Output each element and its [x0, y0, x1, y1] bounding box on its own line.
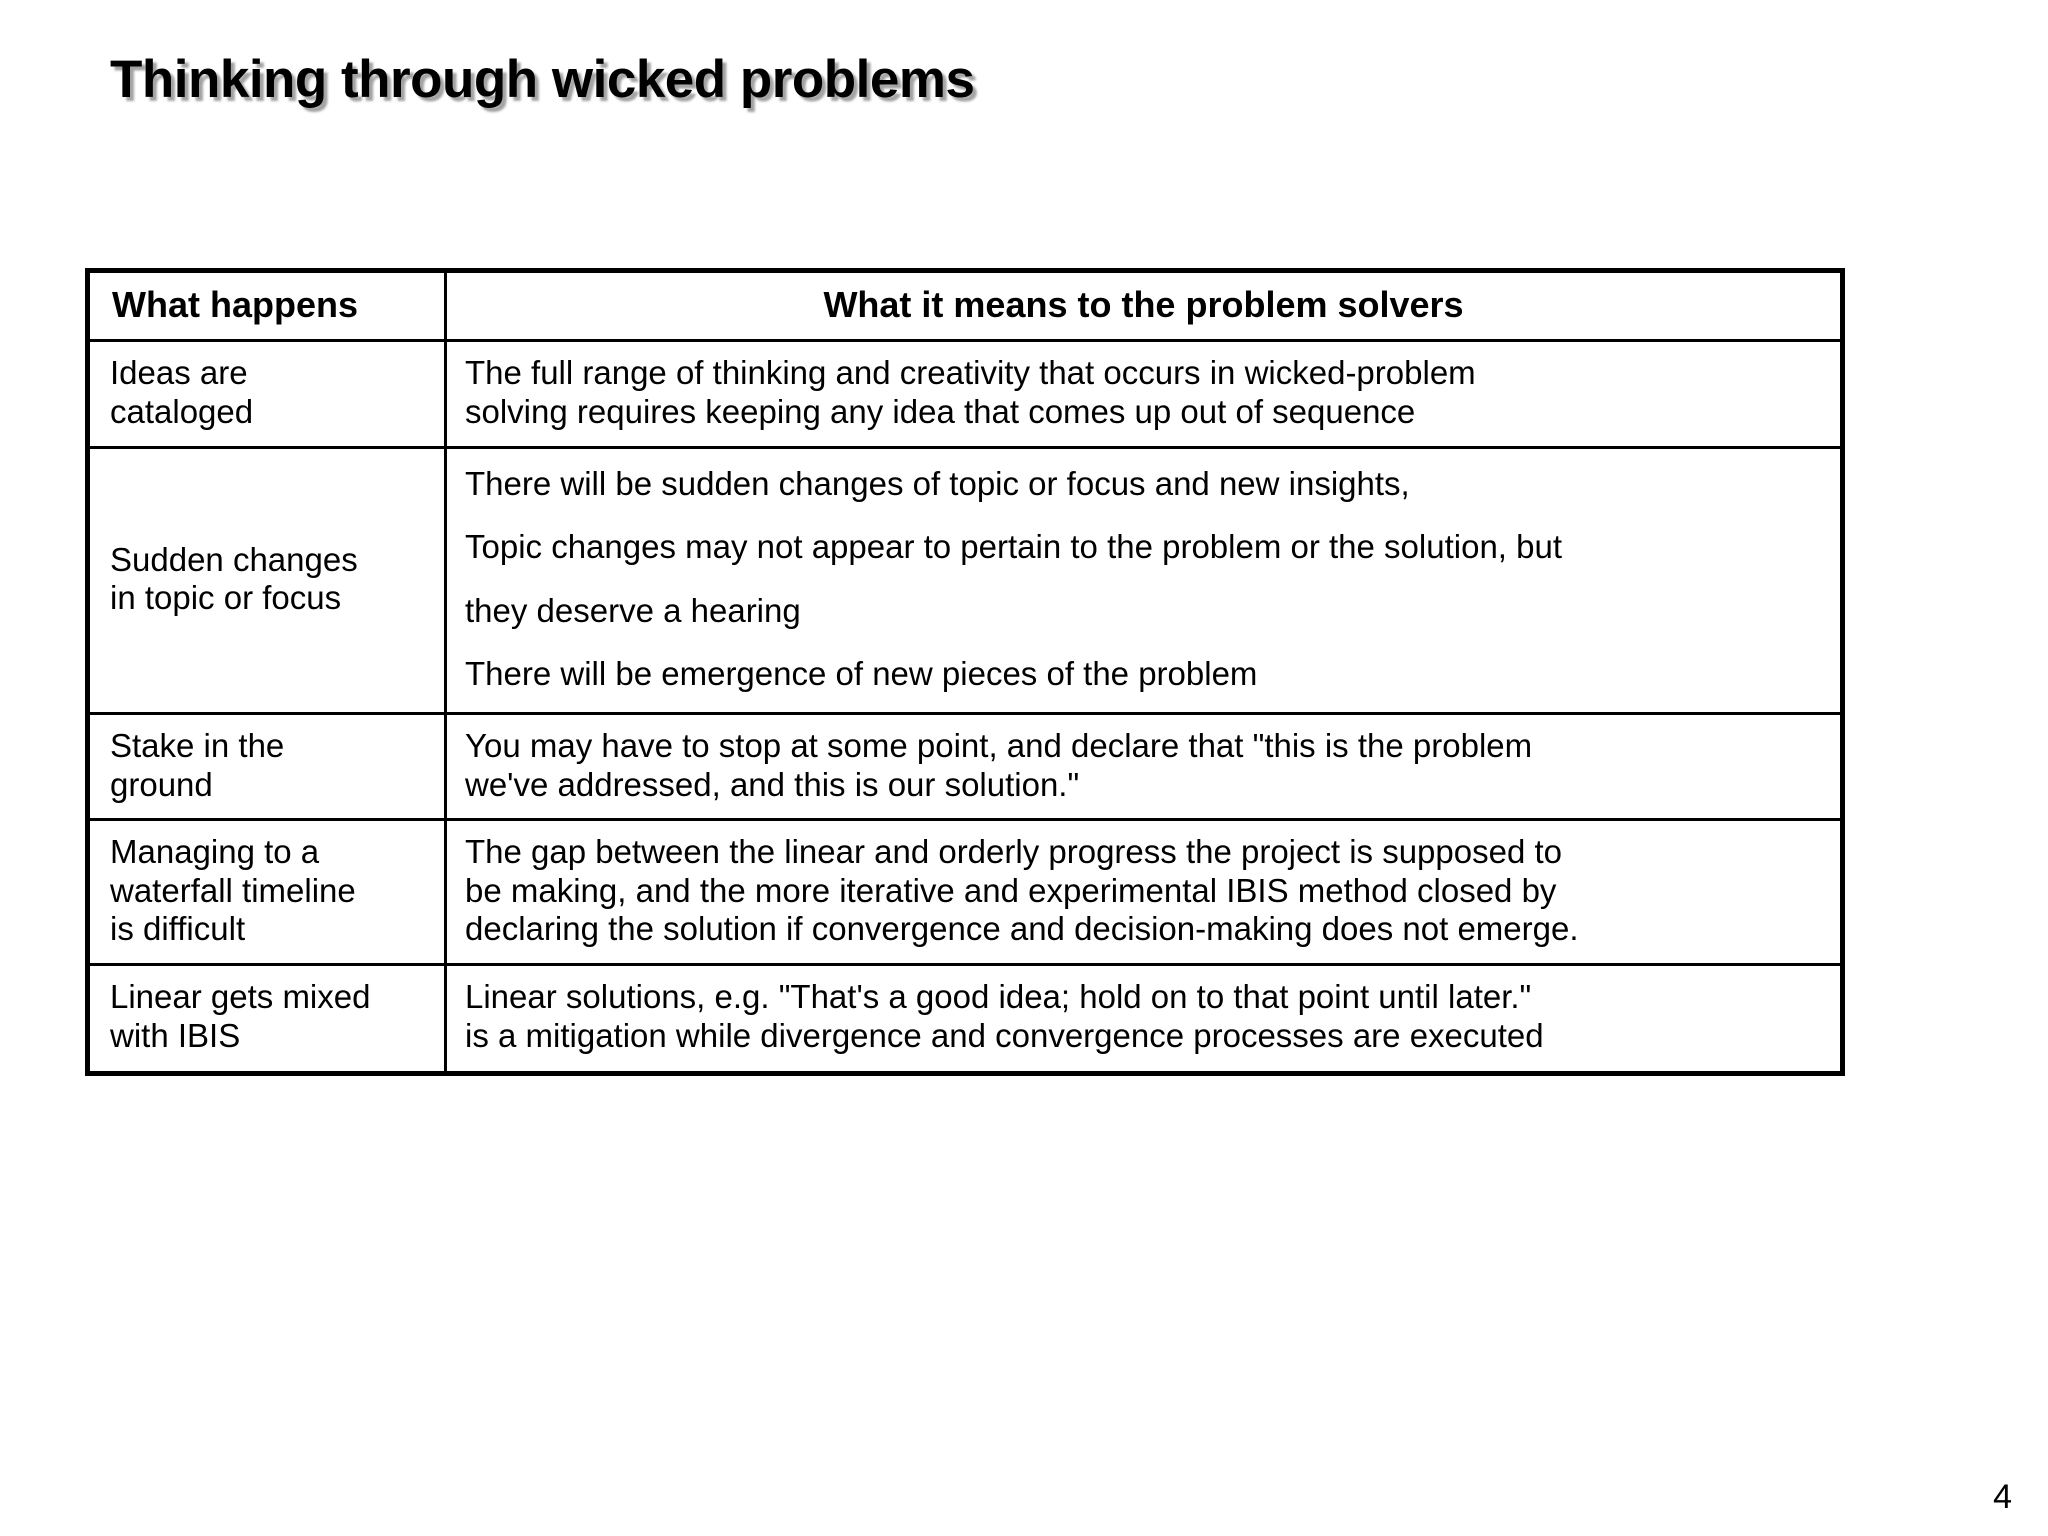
cell-text-line: Managing to a: [110, 833, 320, 871]
page-number: 4: [1993, 1478, 2012, 1516]
paragraph-line: Topic changes may not appear to pertain …: [465, 528, 1563, 566]
paragraph-line: solving requires keeping any idea that c…: [465, 392, 1416, 430]
cell-text-line: cataloged: [110, 392, 254, 430]
cell-text-line: in topic or focus: [110, 579, 342, 617]
cell-text-line: Sudden changes: [110, 540, 358, 578]
table-row: Ideas are cataloged The full range of th…: [86, 339, 1844, 449]
column-header-what-happens: What happens: [86, 268, 447, 343]
cell-what-happens: Sudden changes in topic or focus: [86, 445, 447, 715]
table-row: Stake in the ground You may have to stop…: [86, 711, 1844, 822]
paragraph-line: There will be sudden changes of topic or…: [465, 464, 1410, 502]
paragraph-line: is a mitigation while divergence and con…: [465, 1016, 1544, 1054]
paragraph-line: we've addressed, and this is our solutio…: [465, 765, 1080, 803]
cell-what-happens: Ideas are cataloged: [86, 339, 447, 449]
cell-what-it-means: Linear solutions, e.g. "That's a good id…: [444, 963, 1844, 1076]
cell-what-happens: Managing to a waterfall timeline is diff…: [86, 818, 447, 967]
table-header: What happens What it means to the proble…: [86, 268, 1844, 343]
wicked-problems-table: What happens What it means to the proble…: [85, 268, 1845, 1077]
table-row: Linear gets mixed with IBIS Linear solut…: [86, 963, 1844, 1076]
table-row: Managing to a waterfall timeline is diff…: [86, 818, 1844, 967]
paragraph-line: The gap between the linear and orderly p…: [465, 833, 1563, 871]
paragraph-line: be making, and the more iterative and ex…: [465, 871, 1557, 909]
table-body: Ideas are cataloged The full range of th…: [86, 339, 1844, 1076]
cell-text-line: is difficult: [110, 910, 246, 948]
cell-text-line: Stake in the: [110, 726, 285, 764]
cell-what-happens: Linear gets mixed with IBIS: [86, 963, 447, 1076]
cell-what-it-means: The gap between the linear and orderly p…: [444, 818, 1844, 967]
paragraph-line: The full range of thinking and creativit…: [465, 354, 1476, 392]
page-title: Thinking through wicked problems: [110, 50, 975, 109]
paragraph-line: declaring the solution if convergence an…: [465, 910, 1579, 948]
cell-what-it-means: The full range of thinking and creativit…: [444, 339, 1844, 449]
table-row: Sudden changes in topic or focus There w…: [86, 445, 1844, 715]
cell-what-it-means: There will be sudden changes of topic or…: [444, 445, 1844, 715]
paragraph-line: they deserve a hearing: [465, 591, 801, 629]
cell-text-line: ground: [110, 765, 213, 803]
column-header-what-it-means: What it means to the problem solvers: [444, 268, 1844, 343]
cell-text-line: Linear gets mixed: [110, 978, 371, 1016]
table-header-row: What happens What it means to the proble…: [86, 268, 1844, 343]
paragraph-line: Linear solutions, e.g. "That's a good id…: [465, 978, 1532, 1016]
cell-text-line: Ideas are: [110, 354, 248, 392]
wicked-problems-table-container: What happens What it means to the proble…: [85, 268, 1845, 1077]
cell-text-line: waterfall timeline: [110, 871, 356, 909]
cell-what-it-means: You may have to stop at some point, and …: [444, 711, 1844, 822]
cell-what-happens: Stake in the ground: [86, 711, 447, 822]
cell-text-line: with IBIS: [110, 1016, 241, 1054]
paragraph-line: You may have to stop at some point, and …: [465, 726, 1533, 764]
paragraph-line: There will be emergence of new pieces of…: [465, 655, 1258, 693]
